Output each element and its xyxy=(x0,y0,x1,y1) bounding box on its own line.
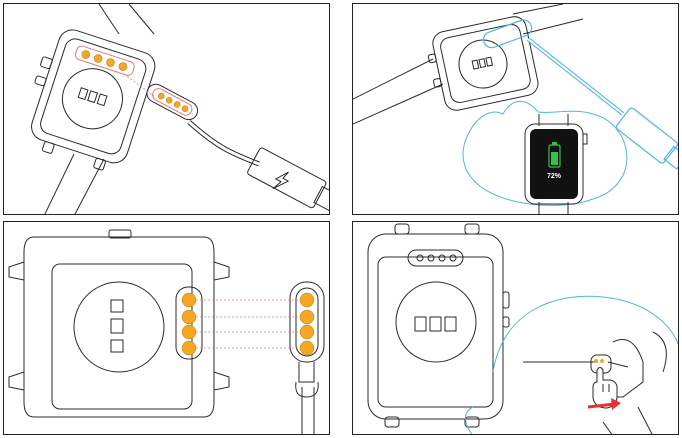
pin-alignment-illustration xyxy=(4,222,330,435)
watch-pin xyxy=(81,49,91,59)
panel-remove-charger xyxy=(352,221,679,435)
watch-pin xyxy=(182,310,196,324)
panel-connect-charger xyxy=(3,3,330,215)
lightning-icon xyxy=(271,168,292,193)
plug-pin xyxy=(300,293,314,307)
plug-pin xyxy=(594,359,598,363)
battery-percentage: 72% xyxy=(547,173,562,180)
watch-pin xyxy=(182,293,196,307)
charging-status-illustration: 72% xyxy=(353,4,679,215)
plug-pin xyxy=(165,96,173,104)
plug-pin xyxy=(157,92,165,100)
plug-pin xyxy=(300,325,314,339)
plug-pin xyxy=(181,105,189,113)
panel-pin-alignment xyxy=(3,221,330,435)
watch-pin xyxy=(105,58,115,68)
watch-pin xyxy=(182,341,196,355)
watch-pin xyxy=(118,62,128,72)
panel-charging-status: 72% xyxy=(352,3,679,215)
plug-pin xyxy=(600,359,604,363)
connect-charger-illustration xyxy=(4,4,330,215)
plug-pin xyxy=(300,310,314,324)
alignment-guides xyxy=(196,300,300,348)
watch-pin xyxy=(182,325,196,339)
plug-pin xyxy=(300,341,314,355)
remove-charger-illustration xyxy=(353,222,679,435)
watch-pin xyxy=(93,54,103,64)
plug-pin xyxy=(173,100,181,108)
